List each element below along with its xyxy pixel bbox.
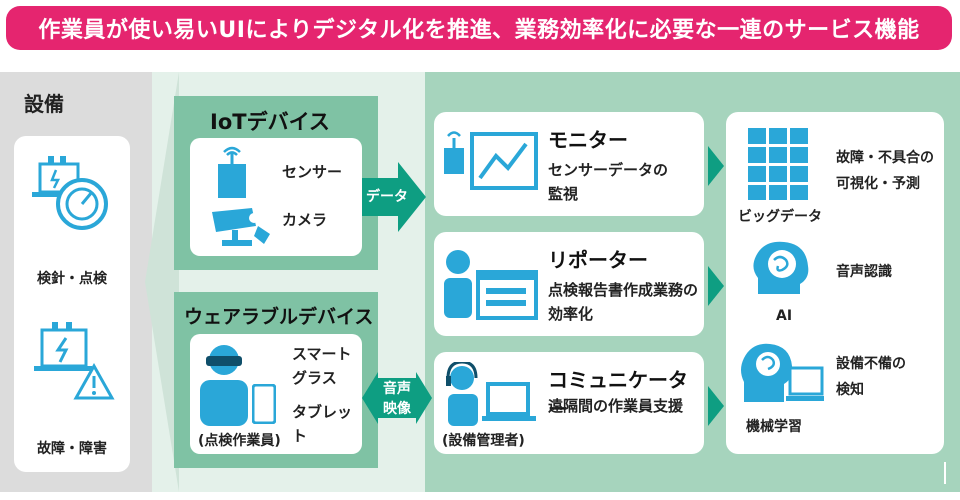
wearable-card: スマート グラス タブレット (点検作業員)	[190, 334, 362, 454]
service-desc: センサーデータの	[548, 161, 669, 179]
inspector-caption: (点検作業員)	[198, 433, 281, 449]
iot-item-label: センサー	[282, 163, 343, 181]
wearable-heading: ウェアラブルデバイス	[184, 306, 374, 328]
equipment-heading: 設備	[24, 92, 64, 116]
manager-caption: (設備管理者)	[442, 433, 525, 449]
service-desc: 遠隔間の作業員支援	[548, 397, 684, 415]
service-desc: 効率化	[548, 305, 594, 323]
tablet-label: タブレット	[292, 403, 353, 445]
meter-icon	[32, 156, 108, 230]
data-arrow-label: データ	[366, 189, 408, 205]
chevron-icon	[708, 146, 724, 186]
service-desc: 点検報告書作成業務の	[548, 281, 699, 299]
divider-line	[944, 462, 946, 484]
title-banner: 作業員が使い易いUIによりデジタル化を推進、業務効率化に必要な一連のサービス機能	[6, 6, 952, 50]
equipment-item-label: 故障・障害	[37, 441, 107, 457]
chevron-icon	[708, 266, 724, 306]
camera-icon	[212, 208, 270, 246]
page-title: 作業員が使い易いUIによりデジタル化を推進、業務効率化に必要な一連のサービス機能	[38, 18, 920, 43]
av-arrow-label-2: 映像	[383, 401, 411, 417]
equipment-item-label: 検針・点検	[37, 271, 107, 287]
glass-label: グラス	[292, 369, 337, 387]
service-title: リポーター	[548, 248, 648, 272]
equipment-card: 検針・点検 故障・障害	[14, 136, 130, 472]
service-title: コミュニケーター	[548, 368, 688, 421]
tech-desc: 可視化・予測	[836, 176, 920, 192]
machine-learning-icon	[741, 343, 824, 402]
reporter-icon	[444, 250, 538, 320]
monitor-icon	[444, 131, 538, 190]
ai-brain-icon	[753, 241, 809, 294]
tech-label: ビッグデータ	[738, 209, 822, 225]
smart-glass-worker-icon	[200, 345, 248, 426]
tablet-icon	[252, 384, 276, 424]
tech-desc: 音声認識	[836, 264, 892, 280]
service-card-communicator: (設備管理者) コミュニケーター 遠隔間の作業員支援	[434, 352, 704, 454]
communicator-icon	[446, 362, 536, 426]
fault-icon	[34, 322, 115, 400]
funnel-shape	[145, 72, 179, 492]
iot-card: センサー カメラ	[190, 138, 362, 256]
iot-heading: IoTデバイス	[210, 110, 330, 134]
av-arrow-label-1: 音声	[383, 381, 411, 397]
tech-desc: 設備不備の	[836, 356, 906, 372]
tech-desc: 検知	[836, 382, 864, 398]
service-card-monitor: モニター センサーデータの 監視	[434, 112, 704, 216]
tech-label: AI	[776, 308, 793, 324]
big-data-icon	[748, 128, 808, 200]
service-title: モニター	[548, 128, 628, 152]
sensor-icon	[218, 146, 246, 198]
smart-label: スマート	[292, 345, 352, 363]
service-card-reporter: リポーター 点検報告書作成業務の 効率化	[434, 232, 704, 336]
iot-item-label: カメラ	[282, 211, 328, 229]
tech-desc: 故障・不具合の	[836, 150, 934, 166]
tech-card: ビッグデータ 故障・不具合の 可視化・予測 AI 音声認識 機械学習 設備不備の…	[726, 112, 944, 454]
service-desc: 監視	[548, 185, 579, 203]
av-arrow: 音声 映像	[362, 358, 432, 438]
chevron-icon	[708, 386, 724, 426]
tech-label: 機械学習	[746, 419, 802, 435]
data-arrow: データ	[362, 162, 426, 232]
